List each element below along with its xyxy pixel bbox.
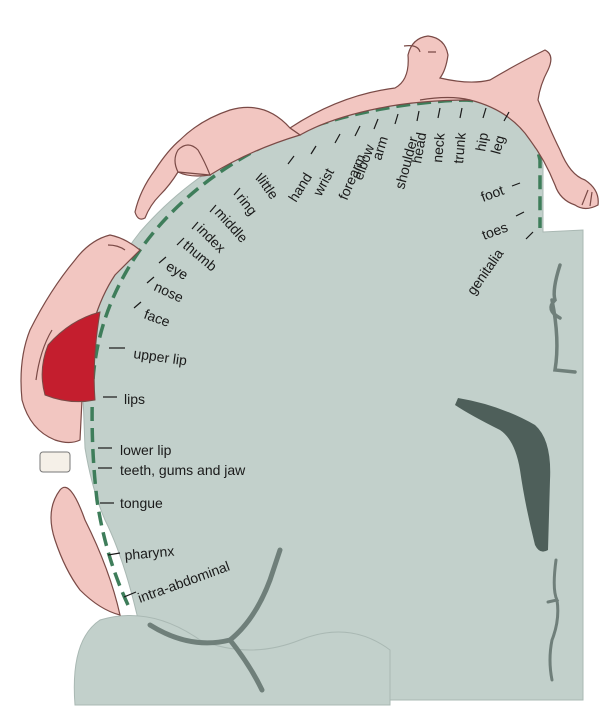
- homunculus-teeth: [40, 452, 70, 472]
- label-lower-lip: lower lip: [120, 442, 172, 458]
- label-lips: lips: [124, 391, 145, 407]
- label-trunk: trunk: [450, 131, 469, 164]
- label-neck: neck: [429, 131, 448, 163]
- label-teeth: teeth, gums and jaw: [120, 462, 246, 478]
- label-hip: hip: [472, 131, 491, 152]
- label-tongue: tongue: [120, 495, 163, 511]
